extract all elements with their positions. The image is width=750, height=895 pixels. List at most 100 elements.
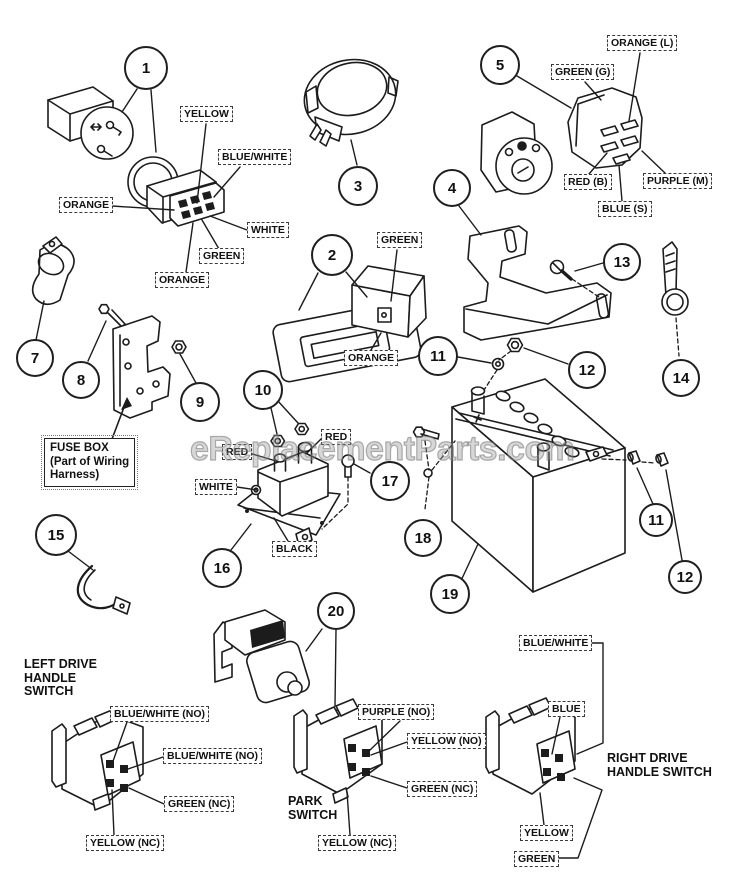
label-green-2: GREEN xyxy=(377,232,423,248)
callout-16-number: 16 xyxy=(213,559,231,577)
left-drive-line-3: SWITCH xyxy=(24,684,74,698)
fuse-box-drawing xyxy=(111,315,171,440)
label-blue-white-no-1: BLUE/WHITE (NO) xyxy=(110,706,209,722)
label-purple-m: PURPLE (M) xyxy=(643,173,713,189)
label-orange-2: ORANGE xyxy=(155,272,210,288)
callout-11b-number: 11 xyxy=(648,511,664,529)
callout-19-number: 19 xyxy=(441,585,459,603)
label-blue-white-no-2: BLUE/WHITE (NO) xyxy=(163,748,262,764)
label-black-1: BLACK xyxy=(272,541,317,557)
fuse-box-note: FUSE BOX (Part of Wiring Harness) xyxy=(40,435,139,490)
label-red-2: RED xyxy=(321,429,352,445)
park-switch-line-2: SWITCH xyxy=(288,807,338,822)
callout-4: 4 xyxy=(433,169,471,207)
battery-drawing xyxy=(451,378,626,593)
callout-17-number: 17 xyxy=(381,472,399,490)
label-orange-l: ORANGE (L) xyxy=(607,35,678,51)
park-switch-line-1: PARK xyxy=(288,794,323,808)
callout-19: 19 xyxy=(430,574,470,614)
right-drive-line-2: HANDLE SWITCH xyxy=(607,764,712,779)
callout-12b-number: 12 xyxy=(676,568,694,586)
park-plunger-switch-drawing xyxy=(213,609,310,704)
callout-16: 16 xyxy=(202,548,242,588)
callout-11a: 11 xyxy=(418,336,458,376)
callout-5: 5 xyxy=(480,45,520,85)
callout-2: 2 xyxy=(311,234,353,276)
label-red-b: RED (B) xyxy=(564,174,612,190)
fasteners-drawing xyxy=(491,337,669,467)
wire-drawing xyxy=(76,564,131,615)
label-yellow-nc-1: YELLOW (NC) xyxy=(86,835,164,851)
callout-12b: 12 xyxy=(668,560,702,594)
label-yellow-1: YELLOW xyxy=(180,106,233,122)
label-white-1: WHITE xyxy=(247,222,289,238)
callout-17: 17 xyxy=(370,461,410,501)
callout-3-number: 3 xyxy=(353,177,363,195)
callout-18: 18 xyxy=(404,519,442,557)
callout-9: 9 xyxy=(180,382,220,422)
leader-lines xyxy=(35,52,683,859)
callout-8: 8 xyxy=(62,361,100,399)
left-drive-line-1: LEFT DRIVE xyxy=(24,657,97,671)
label-yellow-r: YELLOW xyxy=(520,825,573,841)
round-cap-drawing xyxy=(303,58,399,147)
label-green-nc-1: GREEN (NC) xyxy=(164,796,235,812)
fuse-box-note-line-2: (Part of Wiring xyxy=(50,455,130,468)
callout-10: 10 xyxy=(243,370,283,410)
callout-9-number: 9 xyxy=(195,393,205,411)
park-switch-title: PARK SWITCH xyxy=(288,794,338,822)
callout-2-number: 2 xyxy=(327,246,337,264)
label-yellow-nc-2: YELLOW (NC) xyxy=(318,835,396,851)
callout-14: 14 xyxy=(662,359,700,397)
callout-8-number: 8 xyxy=(76,371,86,389)
callout-15-number: 15 xyxy=(47,526,65,544)
callout-12a-number: 12 xyxy=(578,361,596,379)
label-white-2: WHITE xyxy=(195,479,237,495)
callout-4-number: 4 xyxy=(447,179,457,197)
callout-13: 13 xyxy=(603,243,641,281)
callout-15: 15 xyxy=(35,514,77,556)
label-yellow-no: YELLOW (NO) xyxy=(407,733,486,749)
left-drive-line-2: HANDLE xyxy=(24,670,77,685)
right-drive-line-1: RIGHT DRIVE xyxy=(607,751,688,765)
cable-clamp-drawing xyxy=(31,236,75,306)
callout-12a: 12 xyxy=(568,351,606,389)
ignition-switch-drawing xyxy=(47,86,225,227)
left-drive-handle-switch-title: LEFT DRIVE HANDLE SWITCH xyxy=(24,657,97,699)
label-blue-white-1: BLUE/WHITE xyxy=(218,149,292,165)
screw-8-drawing xyxy=(98,303,126,328)
callout-11b: 11 xyxy=(639,503,673,537)
callout-5-number: 5 xyxy=(495,56,505,74)
label-purple-no: PURPLE (NO) xyxy=(358,704,435,720)
park-switch-connector-drawing xyxy=(293,698,383,804)
right-drive-handle-switch-title: RIGHT DRIVE HANDLE SWITCH xyxy=(607,751,712,779)
mount-bracket-drawing xyxy=(463,225,612,341)
label-green-1: GREEN xyxy=(199,248,245,264)
label-orange-3: ORANGE xyxy=(344,350,399,366)
left-drive-connector-drawing xyxy=(51,709,144,811)
screw-13-drawing xyxy=(549,259,573,281)
callout-1-number: 1 xyxy=(141,59,151,77)
callout-1: 1 xyxy=(124,46,168,90)
callout-14-number: 14 xyxy=(672,369,690,387)
fuse-box-note-line-1: FUSE BOX xyxy=(50,442,109,454)
label-green-g: GREEN (G) xyxy=(551,64,615,80)
key-switch-plugs-drawing xyxy=(480,87,643,195)
right-drive-connector-drawing xyxy=(485,697,576,795)
callout-11a-number: 11 xyxy=(430,347,446,365)
callout-13-number: 13 xyxy=(613,253,631,271)
fuse-box-note-line-3: Harness) xyxy=(50,469,100,481)
label-blue-r: BLUE xyxy=(548,701,585,717)
callout-7-number: 7 xyxy=(30,349,40,367)
callout-20: 20 xyxy=(317,592,355,630)
bolt-18-drawing xyxy=(412,426,440,478)
label-blue-white-r: BLUE/WHITE xyxy=(519,635,593,651)
bolt-17-drawing xyxy=(341,454,355,478)
strap-clamp-drawing xyxy=(661,241,689,316)
label-blue-s: BLUE (S) xyxy=(598,201,652,217)
callout-18-number: 18 xyxy=(414,529,432,547)
solenoid-drawing xyxy=(237,441,341,547)
label-green-nc-2: GREEN (NC) xyxy=(407,781,478,797)
